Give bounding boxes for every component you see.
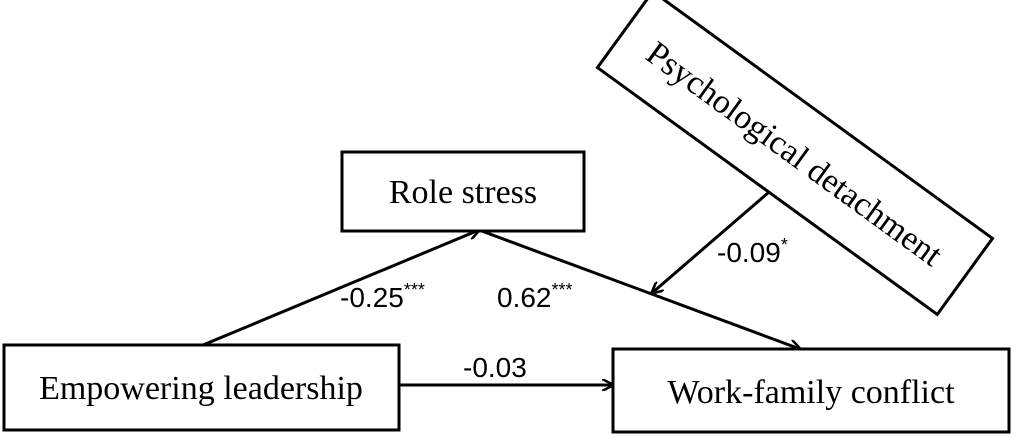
coef-leadership-to-stress: -0.25*** [340,280,425,313]
coef-detachment-moderation: -0.09* [717,235,788,268]
arrow-role-stress-to-conflict [478,228,800,349]
node-role-stress: Role stress [340,150,586,233]
node-label-psychological-detachment: Psychological detachment [639,35,949,274]
node-label-empowering-leadership: Empowering leadership [39,370,363,407]
coef-stress-to-conflict: 0.62*** [497,280,573,313]
arrow-detachment-moderation [652,184,777,293]
coef-leadership-to-conflict: -0.03 [463,352,527,383]
node-label-role-stress: Role stress [389,174,537,211]
arrow-leadership-to-role-stress [202,230,479,347]
node-empowering-leadership: Empowering leadership [2,343,401,432]
node-work-family-conflict: Work-family conflict [611,347,1011,434]
node-label-work-family-conflict: Work-family conflict [667,374,955,411]
node-psychological-detachment: Psychological detachment [595,0,995,317]
